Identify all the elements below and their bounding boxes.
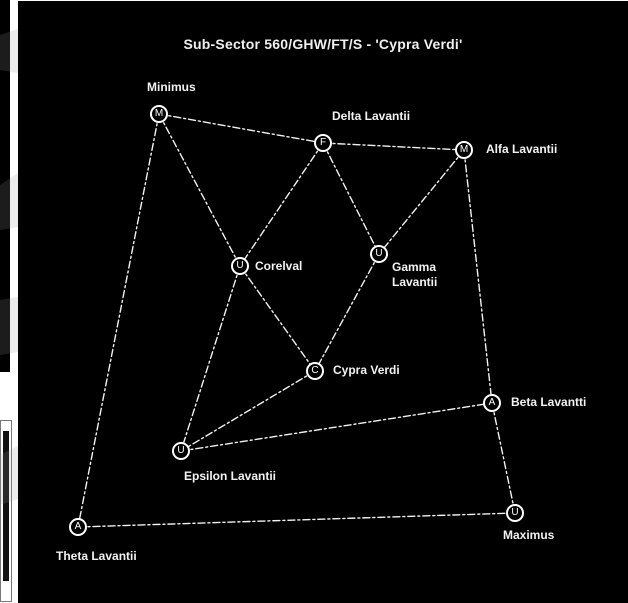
route-delta-alfa [322, 142, 465, 151]
route-delta-gamma [322, 142, 380, 255]
gamma-lavantii-system-type: U [375, 248, 383, 259]
sector-map: Sub-Sector 560/GHW/FT/S - 'Cypra Verdi' … [18, 1, 628, 603]
theta-lavantii-system-node[interactable]: A [69, 518, 87, 536]
theta-lavantii-system-label: Theta Lavantii [56, 549, 137, 563]
minimus-system-node[interactable]: M [150, 105, 168, 123]
route-gamma-cypra [314, 253, 380, 372]
left-bordered-panel [0, 420, 12, 602]
route-cypra-epsilon [180, 370, 316, 452]
route-corelval-cypra [239, 265, 316, 372]
minimus-system-label: Minimus [147, 80, 196, 94]
cypra-verdi-system-label: Cypra Verdi [333, 363, 400, 377]
beta-lavantti-system-label: Beta Lavantti [511, 395, 587, 409]
jump-routes-layer [77, 113, 516, 528]
route-alfa-beta [463, 149, 493, 404]
maximus-system-label: Maximus [503, 528, 555, 542]
route-minimus-delta [158, 113, 324, 144]
delta-lavantii-system-node[interactable]: F [314, 134, 332, 152]
alfa-lavantii-system-node[interactable]: M [455, 141, 473, 159]
delta-lavantii-system-type: F [319, 137, 327, 148]
route-delta-corelval [239, 142, 324, 267]
theta-lavantii-system-type: A [74, 521, 82, 532]
maximus-system-node[interactable]: U [506, 504, 524, 522]
delta-lavantii-system-label: Delta Lavantii [332, 109, 411, 123]
beta-lavantti-system-type: A [488, 397, 496, 408]
route-epsilon-beta [180, 402, 493, 452]
left-panel-bar [3, 431, 9, 581]
route-beta-maximus [491, 402, 516, 514]
route-corelval-epsilon [180, 265, 241, 452]
epsilon-lavantii-system-label: Epsilon Lavantii [184, 469, 277, 483]
epsilon-lavantii-system-type: U [177, 445, 185, 456]
beta-lavantti-system-node[interactable]: A [483, 394, 501, 412]
left-dark-panel [0, 0, 10, 372]
corelval-system-label: Corelval [255, 259, 303, 273]
gamma-lavantii-system-label: Gamma Lavantii [392, 260, 438, 289]
route-theta-maximus [77, 512, 516, 528]
corelval-system-type: U [236, 260, 244, 271]
route-minimus-corelval [158, 113, 241, 267]
route-alfa-gamma [378, 149, 465, 255]
minimus-system-type: M [154, 108, 164, 119]
alfa-lavantii-system-type: M [459, 144, 469, 155]
alfa-lavantii-system-label: Alfa Lavantii [486, 142, 558, 156]
gamma-lavantii-system-node[interactable]: U [370, 245, 388, 263]
cypra-verdi-system-node[interactable]: C [306, 362, 324, 380]
maximus-system-type: U [511, 507, 519, 518]
map-title: Sub-Sector 560/GHW/FT/S - 'Cypra Verdi' [183, 36, 463, 52]
corelval-system-node[interactable]: U [231, 257, 249, 275]
cypra-verdi-system-type: C [311, 365, 319, 376]
route-minimus-theta [77, 113, 160, 528]
epsilon-lavantii-system-node[interactable]: U [172, 442, 190, 460]
